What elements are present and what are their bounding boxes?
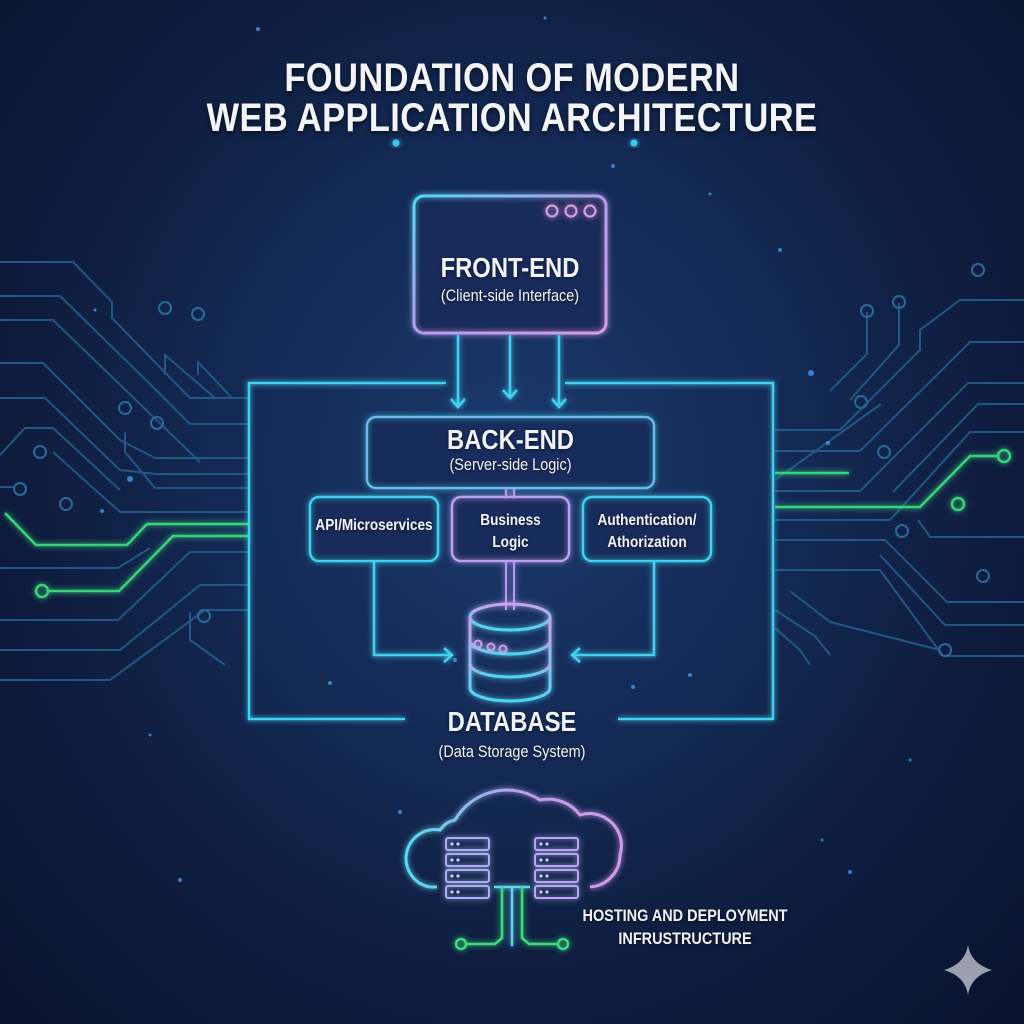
left-circuit-traces	[0, 261, 248, 681]
cloud-server-icon	[404, 788, 623, 889]
page-title-line-2: WEB APPLICATION ARCHITECTURE	[206, 96, 818, 140]
auth-label-line-1: Authentication/	[597, 512, 697, 529]
business-label-line-2: Logic	[492, 534, 529, 551]
hosting-label-line-2: INFRUSTRUCTURE	[618, 929, 752, 948]
server-leds	[450, 842, 549, 894]
auth-label-line-2: Athorization	[607, 534, 687, 551]
api-box	[308, 495, 440, 563]
right-circuit-traces	[774, 299, 1024, 666]
right-circuit-nodes	[854, 263, 990, 657]
backend-frame	[247, 381, 775, 721]
title-divider	[392, 139, 638, 147]
frontend-subtitle: (Client-side Interface)	[440, 286, 580, 305]
server-rack-left	[445, 837, 490, 899]
window-dot-icon	[545, 204, 559, 218]
sparkle-icon	[944, 945, 992, 995]
backend-title: BACK-END	[447, 424, 574, 455]
background-stars	[93, 16, 912, 882]
window-dot-icon	[583, 204, 597, 218]
database-title: DATABASE	[447, 706, 577, 737]
window-dot-icon	[564, 204, 578, 218]
business-label-line-1: Business	[480, 512, 541, 529]
frontend-title: FRONT-END	[440, 252, 580, 283]
business-box	[450, 495, 571, 563]
database-subtitle: (Data Storage System)	[438, 742, 586, 761]
arrow-left-icon	[570, 647, 581, 663]
cloud-connector-traces	[454, 885, 570, 951]
left-green-traces	[4, 512, 250, 599]
frontend-to-backend-arrows	[450, 335, 567, 409]
page-title-line-1: FOUNDATION OF MODERN	[284, 56, 740, 100]
right-green-traces	[775, 448, 1012, 512]
server-rack-right	[534, 837, 579, 899]
left-circuit-nodes	[13, 301, 211, 623]
component-to-database-connectors	[372, 562, 656, 663]
arrow-right-icon	[443, 647, 454, 663]
auth-box	[581, 495, 713, 563]
frontend-window	[412, 194, 608, 335]
backend-subtitle: (Server-side Logic)	[449, 455, 572, 474]
database-icon	[468, 602, 552, 703]
api-label: API/Microservices	[315, 517, 433, 534]
hosting-label-line-1: HOSTING AND DEPLOYMENT	[582, 906, 788, 925]
